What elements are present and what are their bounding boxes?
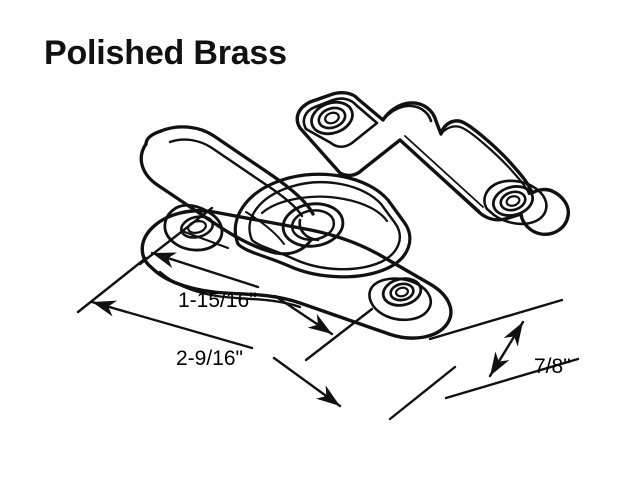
- lever-top-edge: [159, 125, 315, 216]
- dimension-label-2-9-16: 2-9/16": [176, 347, 243, 370]
- keeper-plate: [295, 90, 571, 236]
- ext-line-b-2: [388, 365, 457, 421]
- keeper-screw-hole-2-inner: [499, 190, 527, 212]
- cam-housing-outline: [233, 172, 412, 279]
- ext-line-a-2: [76, 256, 148, 314]
- dim-arrow-right-1: [273, 294, 334, 336]
- base-screw-hole-bore: [394, 286, 410, 298]
- keeper-screw-hole-outer: [310, 100, 354, 136]
- base-screw-hole-outer: [381, 277, 423, 307]
- keeper-screw-hole-bore: [324, 111, 340, 125]
- dimension-label-1-15-16: 1-15/16": [178, 289, 257, 312]
- dimension-7-8: [428, 298, 580, 400]
- page-title: Polished Brass: [44, 34, 287, 72]
- ext-line-a-3: [428, 298, 564, 341]
- dimension-2-9-16: [76, 256, 457, 421]
- dim-arrow-right-2: [272, 356, 342, 408]
- dim-arrow-double-3: [488, 320, 525, 378]
- base-screw-hole-inner: [389, 282, 415, 302]
- dim-arrow-left-2: [90, 300, 254, 350]
- left-screw-hole-inner: [187, 220, 207, 234]
- ext-line-b-3: [444, 357, 580, 400]
- lever-bottom-edge: [139, 142, 278, 255]
- ext-line-b-1: [304, 307, 374, 362]
- pivot-screw-slot: [298, 218, 320, 242]
- keeper-screw-hole-inner: [317, 106, 347, 130]
- pivot-screw-outer: [281, 202, 345, 248]
- dim-arrow-left-1: [150, 251, 260, 289]
- dimension-1-15-16: [138, 206, 374, 362]
- keeper-screw-hole-2-bore: [505, 195, 521, 207]
- dimension-label-7-8: 7/8": [534, 355, 571, 378]
- keeper-screw-hole-2-outer: [491, 185, 535, 217]
